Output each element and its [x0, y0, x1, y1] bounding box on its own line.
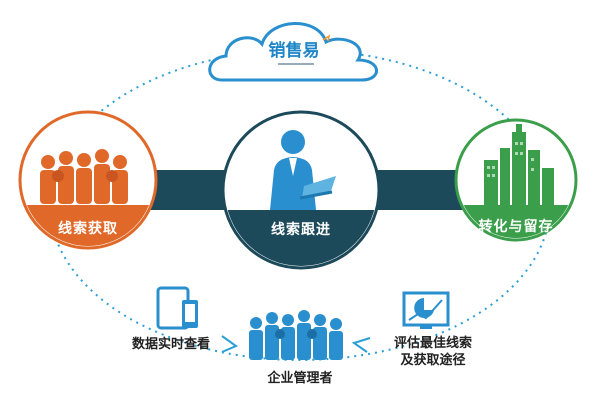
tablet-phone-icon — [156, 286, 198, 330]
cloud-icon — [208, 22, 378, 82]
data-view-label: 数据实时查看 — [131, 337, 210, 352]
node-left-label: 线索获取 — [58, 221, 118, 237]
logo-mark — [322, 34, 331, 42]
evaluate-label: 评估最佳线索 及获取途径 — [378, 335, 488, 369]
crowd-icon — [40, 149, 128, 204]
managers-label: 企业管理者 — [267, 371, 333, 386]
evaluate-line1: 评估最佳线索 — [393, 336, 472, 351]
managers-group-icon — [249, 310, 343, 360]
evaluate-line2: 及获取途径 — [400, 353, 466, 368]
businessman-laptop-icon — [270, 130, 336, 210]
logo-text: 销售易 — [269, 40, 320, 61]
node-center-label: 线索跟进 — [271, 222, 331, 238]
logo-tagline — [278, 63, 314, 65]
city-buildings-icon — [484, 124, 554, 205]
node-right — [454, 118, 578, 242]
node-right-label: 转化与留存 — [478, 219, 554, 235]
node-left — [18, 110, 158, 250]
arrow-bottom-right — [351, 337, 371, 353]
arrow-bottom-left — [221, 335, 239, 353]
analytics-chart-icon — [402, 291, 450, 329]
node-center — [221, 110, 381, 270]
